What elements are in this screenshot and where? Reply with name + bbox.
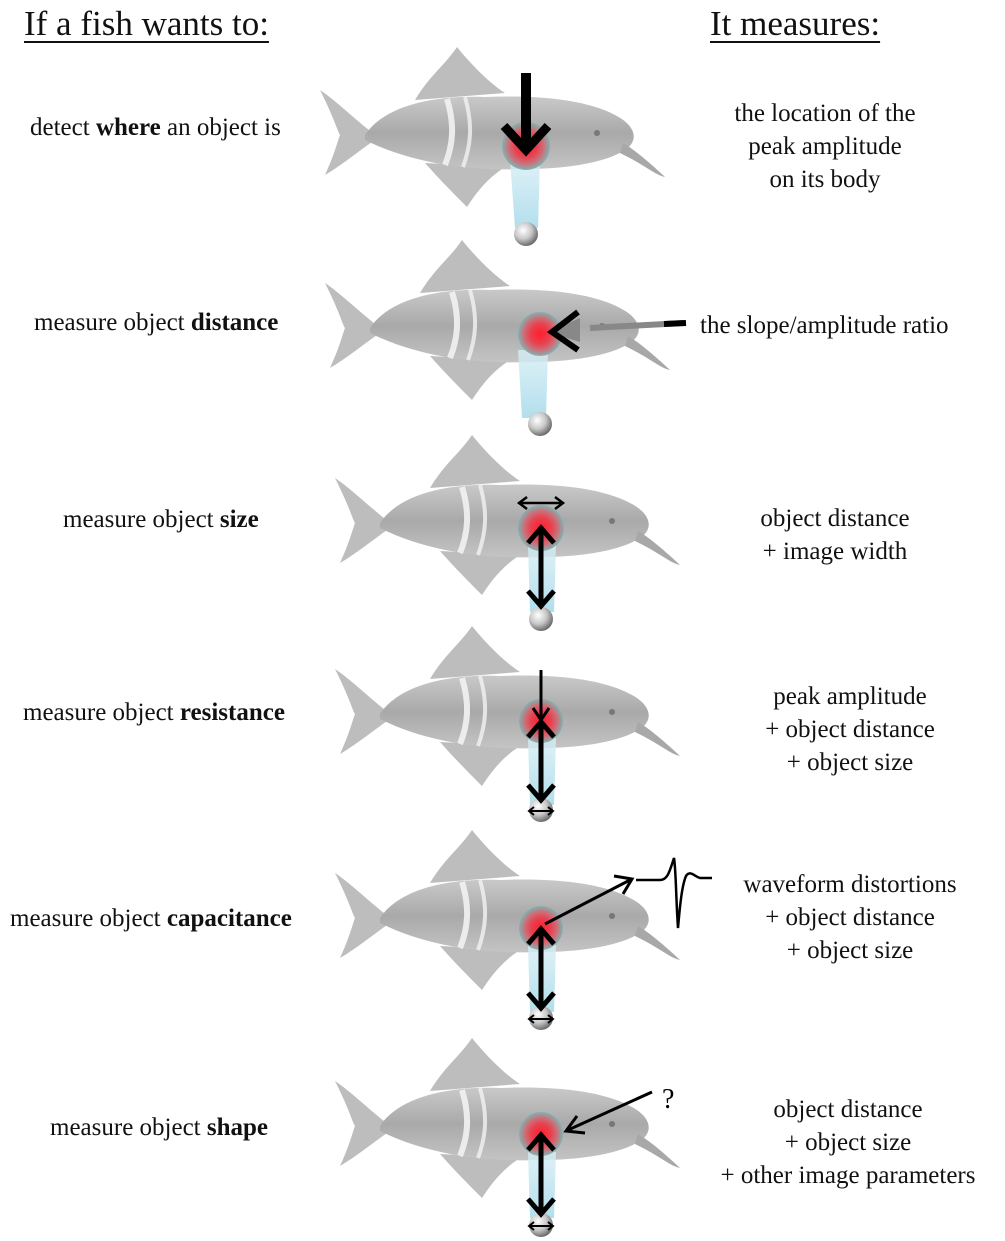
fish-row-shape: ? [335,1038,680,1237]
fish-row-size [335,435,680,631]
question-mark: ? [662,1084,674,1115]
fish-row-capacitance [335,830,712,1030]
fish-row-distance [325,240,686,436]
fish-row-where [320,47,665,246]
fish-row-resistance [335,626,680,822]
